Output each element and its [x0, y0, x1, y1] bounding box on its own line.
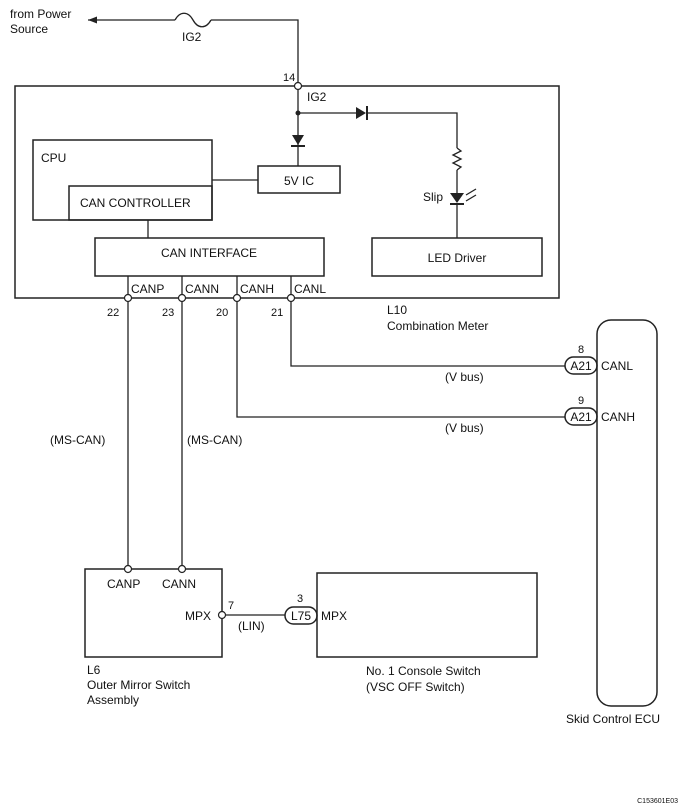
mirror-terminal-canp: [123, 564, 133, 574]
meter-terminal-canl: [286, 293, 296, 303]
diode-led-icon: [356, 107, 366, 119]
console-switch-box: [316, 572, 538, 658]
can-interface-label: CAN INTERFACE: [161, 246, 257, 260]
cpu-label: CPU: [41, 151, 66, 165]
console-name-line1: No. 1 Console Switch: [366, 664, 481, 678]
skid-canl-connector: [564, 356, 598, 375]
skid-canl-pin: 8: [578, 344, 584, 356]
mirror-code-label: L6: [87, 663, 101, 677]
meter-terminal-canp-label: CANP: [131, 282, 164, 296]
mirror-mpx-label: MPX: [185, 609, 211, 623]
meter-pin-14: 14: [283, 72, 295, 84]
skid-canh-connector-label: A21: [570, 410, 592, 424]
meter-terminal-cann-label: CANN: [185, 282, 219, 296]
slip-led-ray-1: [465, 188, 477, 196]
skid-canl-label: CANL: [601, 359, 633, 373]
diode-5v-ic-icon: [292, 135, 304, 145]
skid-canh-pin: 9: [578, 395, 584, 407]
console-connector: [284, 606, 318, 625]
lin-label: (LIN): [238, 619, 265, 633]
power-wire: [211, 19, 299, 82]
canp-mscan-label: (MS-CAN): [50, 433, 105, 447]
skid-control-ecu-box: [596, 319, 658, 707]
mirror-cann-label: CANN: [162, 577, 196, 591]
canh-vbus-label: (V bus): [445, 421, 484, 435]
led-driver-label: LED Driver: [428, 251, 487, 265]
can-controller-label: CAN CONTROLLER: [80, 196, 191, 210]
skid-canh-connector: [564, 407, 598, 426]
canl-vbus-wire: [290, 301, 565, 367]
led-driver-box: [371, 237, 543, 277]
fuse-ig2-symbol: [174, 12, 212, 28]
meter-terminal-14: [293, 81, 303, 91]
slip-led-ray-2: [465, 194, 477, 202]
skid-canl-connector-label: A21: [570, 359, 592, 373]
meter-terminal-canl-label: CANL: [294, 282, 326, 296]
meter-terminal-canh: [232, 293, 242, 303]
mirror-name-line1: Outer Mirror Switch: [87, 678, 190, 692]
console-pin-3: 3: [297, 593, 303, 605]
slip-led-icon: [450, 193, 464, 203]
console-connector-label: L75: [291, 609, 311, 623]
meter-pin-22: 22: [107, 307, 119, 319]
power-source-label-line1: from Power: [10, 7, 71, 21]
cann-mscan-label: (MS-CAN): [187, 433, 242, 447]
mirror-pin-7: 7: [228, 600, 234, 612]
power-source-label-line2: Source: [10, 22, 48, 36]
meter-name-label: Combination Meter: [387, 319, 488, 333]
mirror-terminal-cann: [177, 564, 187, 574]
fuse-ig2-label: IG2: [182, 30, 202, 44]
meter-ig2-label: IG2: [307, 90, 327, 104]
meter-terminal-canp: [123, 293, 133, 303]
can-controller-box: [68, 185, 213, 221]
canh-vbus-wire: [236, 301, 565, 418]
figure-code: C153601E03: [637, 798, 678, 805]
led-branch-wire-b: [367, 112, 458, 148]
meter-code-label: L10: [387, 303, 407, 317]
meter-pin-20: 20: [216, 307, 228, 319]
canl-vbus-label: (V bus): [445, 370, 484, 384]
meter-pin-21: 21: [271, 307, 283, 319]
slip-label: Slip: [423, 190, 443, 204]
resistor-icon: [451, 147, 463, 171]
mirror-terminal-mpx: [217, 610, 227, 620]
meter-terminal-cann: [177, 293, 187, 303]
five-volt-ic-label: 5V IC: [284, 174, 314, 188]
console-name-line2: (VSC OFF Switch): [366, 680, 465, 694]
console-mpx-label: MPX: [321, 609, 347, 623]
mirror-canp-label: CANP: [107, 577, 140, 591]
skid-control-ecu-label: Skid Control ECU: [566, 712, 660, 726]
meter-terminal-canh-label: CANH: [240, 282, 274, 296]
mirror-name-line2: Assembly: [87, 693, 139, 707]
can-interface-box: [94, 237, 325, 277]
combination-meter-box: [14, 85, 560, 299]
skid-canh-label: CANH: [601, 410, 635, 424]
power-source-arrowhead: [88, 16, 97, 24]
meter-pin-23: 23: [162, 307, 174, 319]
